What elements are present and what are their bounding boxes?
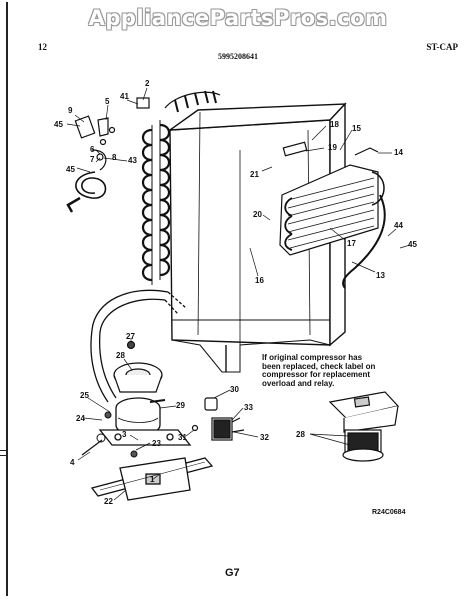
replacement-compressor <box>328 391 400 462</box>
callout: 21 <box>250 170 259 179</box>
callout: 7 <box>90 155 95 164</box>
callouts: 2 9 5 41 45 6 7 8 43 45 18 15 19 14 21 2… <box>54 79 417 506</box>
section-label: ST-CAP <box>426 42 458 52</box>
callout: 5 <box>105 97 110 106</box>
condenser-coil <box>141 90 221 285</box>
callout: 1 <box>150 475 155 484</box>
callout: 28 <box>296 430 305 439</box>
callout: 13 <box>376 271 385 280</box>
callout: 28 <box>116 351 125 360</box>
evaporator <box>279 141 386 289</box>
callout: 45 <box>54 120 63 129</box>
leader-lines <box>66 87 411 501</box>
callout: 6 <box>90 145 95 154</box>
callout: 44 <box>394 221 403 230</box>
callout: 19 <box>328 143 337 152</box>
callout: 27 <box>126 332 135 341</box>
callout: 3 <box>122 430 127 439</box>
diagram-code: R24C0684 <box>372 509 406 516</box>
callout: 17 <box>347 239 356 248</box>
page-code: G7 <box>225 567 240 579</box>
callout: 16 <box>255 276 264 285</box>
callout: 15 <box>352 124 361 133</box>
callout: 22 <box>104 497 113 506</box>
callout: 31 <box>178 433 187 442</box>
callout: 45 <box>408 240 417 249</box>
callout: 24 <box>76 414 85 423</box>
model-number: 5995208641 <box>218 52 258 61</box>
callout: 4 <box>70 458 75 467</box>
power-cord <box>66 171 107 213</box>
watermark: AppliancePartsPros.com <box>88 6 388 30</box>
callout: 20 <box>253 210 262 219</box>
edge-tick <box>0 455 6 456</box>
overload-relay <box>191 397 245 441</box>
callout: 25 <box>80 391 89 400</box>
callout: 29 <box>176 401 185 410</box>
callout: 8 <box>112 153 117 162</box>
rail-bolts <box>81 411 138 458</box>
callout: 41 <box>120 92 129 101</box>
compressor <box>98 397 192 446</box>
relay-brackets <box>74 97 150 171</box>
callout: 33 <box>244 403 253 412</box>
callout: 43 <box>128 156 137 165</box>
callout: 2 <box>145 79 150 88</box>
compressor-mount <box>113 340 163 393</box>
compressor-note: If original compressor has been replaced… <box>262 353 376 388</box>
page-number: 12 <box>38 42 47 52</box>
callout: 23 <box>152 439 161 448</box>
callout: 32 <box>260 433 269 442</box>
cabinet-base <box>171 319 331 373</box>
callout: 14 <box>394 148 403 157</box>
callout: 30 <box>230 385 239 394</box>
callout: 9 <box>68 106 73 115</box>
drain-tube <box>90 289 187 403</box>
page-border <box>6 2 468 596</box>
callout: 45 <box>66 165 75 174</box>
callout: 18 <box>330 120 339 129</box>
edge-tick <box>0 450 6 451</box>
